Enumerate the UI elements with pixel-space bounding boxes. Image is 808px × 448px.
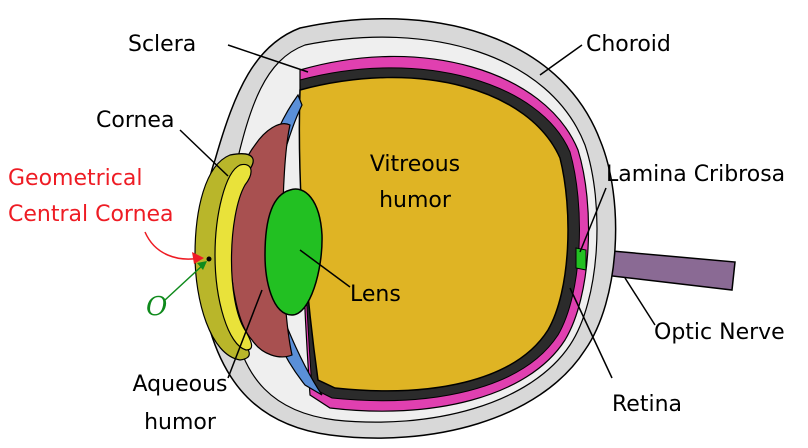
- label-sclera: Sclera: [128, 32, 196, 58]
- label-vitreous-line1: Vitreous: [360, 152, 470, 178]
- label-retina: Retina: [612, 392, 682, 418]
- vitreous-humor: [299, 78, 568, 391]
- label-lamina-cribrosa: Lamina Cribrosa: [606, 162, 785, 188]
- choroid-leader: [540, 45, 582, 75]
- label-choroid: Choroid: [586, 32, 671, 58]
- optic-nerve-leader: [625, 278, 655, 325]
- central-cornea-arrow: [145, 232, 200, 259]
- label-lens: Lens: [350, 282, 401, 308]
- label-aqueous-line2: humor: [130, 410, 230, 436]
- label-geometrical: Geometrical: [8, 166, 142, 192]
- label-aqueous-line1: Aqueous: [130, 372, 230, 398]
- label-cornea: Cornea: [96, 108, 174, 134]
- label-point-o: O: [146, 294, 167, 320]
- label-central-cornea: Central Cornea: [8, 202, 174, 228]
- label-vitreous-line2: humor: [360, 188, 470, 214]
- point-o-marker: [207, 257, 212, 262]
- label-optic-nerve: Optic Nerve: [654, 320, 785, 346]
